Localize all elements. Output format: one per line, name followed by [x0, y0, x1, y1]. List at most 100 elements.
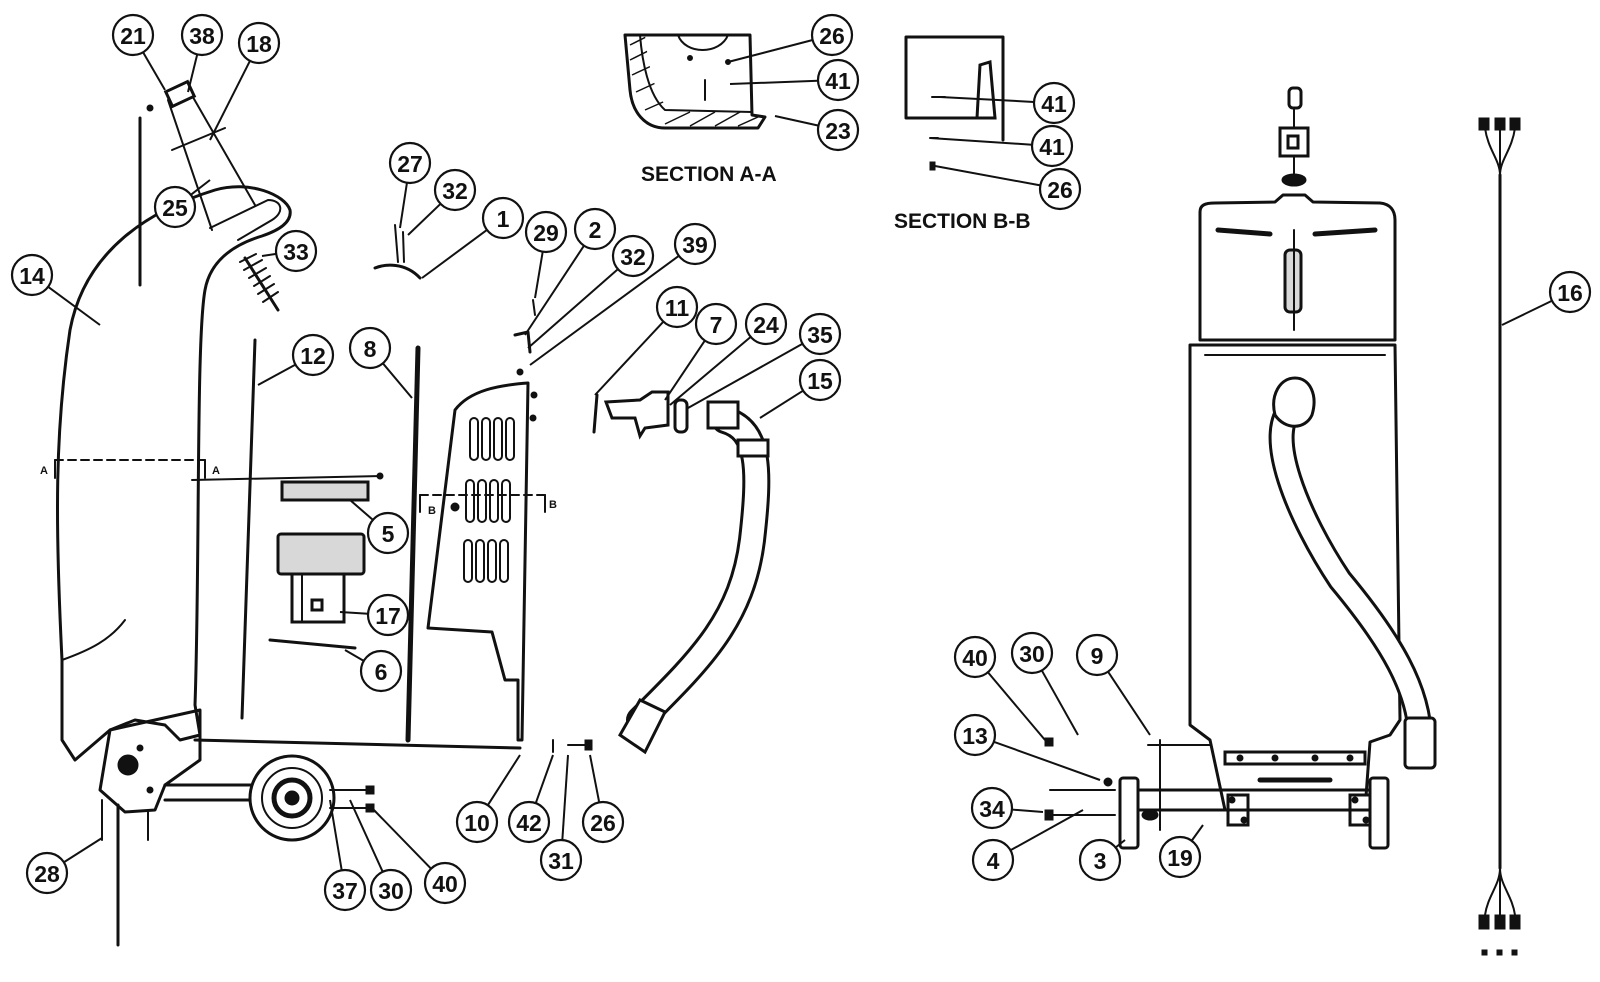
part-callout-c40a: 40: [423, 861, 467, 905]
part-callout-c13: 13: [953, 713, 997, 757]
part-callout-c28: 28: [25, 851, 69, 895]
handle-tube-18: [167, 91, 256, 231]
callout-balloon: [369, 868, 413, 912]
callout-number: 40: [432, 871, 458, 897]
leader-line-c9: [1107, 671, 1151, 736]
callout-balloon: [953, 713, 997, 757]
callout-number: 35: [807, 322, 833, 348]
callout-balloon: [1030, 124, 1074, 168]
callout-number: 2: [589, 217, 602, 243]
leader-line-c23: [774, 115, 819, 127]
part-callout-c41a: 41: [816, 58, 860, 102]
part-callout-c37: 37: [323, 868, 367, 912]
leader-line-c17: [339, 611, 369, 615]
part-callout-c3: 3: [1078, 838, 1122, 882]
part-callout-c26b: 26: [1038, 167, 1082, 211]
callout-number: 18: [246, 31, 272, 57]
leader-line-c13: [993, 740, 1101, 781]
callout-balloon: [180, 13, 224, 57]
callout-balloon: [798, 312, 842, 356]
machine-rear-view: [1044, 86, 1437, 850]
callout-number: 33: [283, 239, 309, 265]
callout-number: 26: [590, 810, 616, 836]
machine-side-view: A A: [40, 79, 771, 947]
callout-number: 34: [979, 796, 1005, 822]
callout-number: 4: [987, 848, 1000, 874]
callout-balloon: [507, 800, 551, 844]
leader-line-c21: [142, 51, 166, 91]
leader-line-c32b: [527, 268, 619, 349]
callout-balloon: [1158, 835, 1202, 879]
power-cord-16: [1478, 117, 1521, 956]
section-bb-title: SECTION B-B: [894, 210, 1031, 233]
leader-line-c4: [1009, 809, 1084, 852]
part-callout-c35: 35: [798, 312, 842, 356]
callout-number: 42: [516, 810, 542, 836]
callout-balloon: [744, 302, 788, 346]
callout-balloon: [573, 207, 617, 251]
callout-number: 16: [1557, 280, 1583, 306]
callout-number: 41: [825, 68, 851, 94]
callout-number: 21: [120, 23, 146, 49]
leader-line-c41a: [729, 79, 819, 85]
callout-balloon: [237, 21, 281, 65]
leader-line-c31: [561, 754, 569, 841]
leader-line-c12: [257, 363, 296, 386]
callout-number: 28: [34, 861, 60, 887]
leader-line-c28: [63, 837, 103, 864]
callout-balloon: [433, 168, 477, 212]
callout-number: 38: [189, 23, 215, 49]
callout-number: 29: [533, 220, 559, 246]
callout-number: 27: [397, 151, 423, 177]
part-callout-c1: 1: [481, 196, 525, 240]
callout-balloon: [423, 861, 467, 905]
leader-line-c29: [534, 251, 544, 299]
leader-line-c19: [1190, 824, 1204, 842]
leader-line-c26b: [934, 165, 1041, 187]
handle-body-14: [55, 185, 292, 762]
spring-33: [239, 253, 280, 312]
callout-balloon: [1548, 270, 1592, 314]
callout-balloon: [111, 13, 155, 57]
hose-15: [618, 400, 771, 755]
leader-line-c41b: [939, 96, 1035, 103]
part-callout-c41b: 41: [1032, 81, 1076, 125]
part-callout-c21: 21: [111, 13, 155, 57]
leader-line-c27: [399, 182, 408, 229]
part-callout-c2: 2: [573, 207, 617, 251]
rod-12: [240, 338, 257, 720]
leader-line-c16: [1501, 299, 1553, 326]
bracket-5: [280, 480, 370, 502]
callout-balloon: [694, 302, 738, 346]
bar-6: [268, 638, 357, 650]
callout-balloon: [10, 253, 54, 297]
rear-hose: [1268, 376, 1437, 770]
cut-mark-a-right: A: [212, 465, 220, 477]
callout-number: 10: [464, 810, 490, 836]
part-callout-c32b: 32: [611, 234, 655, 278]
leader-line-c42: [534, 754, 554, 804]
callout-balloon: [970, 786, 1014, 830]
callout-balloon: [611, 234, 655, 278]
callout-balloon: [798, 358, 842, 402]
part-callout-c12: 12: [291, 333, 335, 377]
callout-number: 25: [162, 195, 188, 221]
callout-number: 17: [375, 603, 401, 629]
callout-balloon: [810, 13, 854, 57]
callout-balloon: [366, 511, 410, 555]
callout-balloon: [366, 593, 410, 637]
callout-number: 15: [807, 368, 833, 394]
callout-balloon: [581, 800, 625, 844]
part-callout-c6: 6: [359, 649, 403, 693]
part-callout-c16: 16: [1548, 270, 1592, 314]
part-callout-c15: 15: [798, 358, 842, 402]
callout-balloon: [971, 838, 1015, 882]
callout-number: 13: [962, 723, 988, 749]
callout-balloon: [524, 210, 568, 254]
part-callout-c34: 34: [970, 786, 1014, 830]
leader-line-c38: [187, 54, 199, 93]
leader-line-c30a: [349, 799, 384, 873]
leader-line-c30b: [1040, 669, 1079, 736]
callout-number: 8: [364, 336, 377, 362]
